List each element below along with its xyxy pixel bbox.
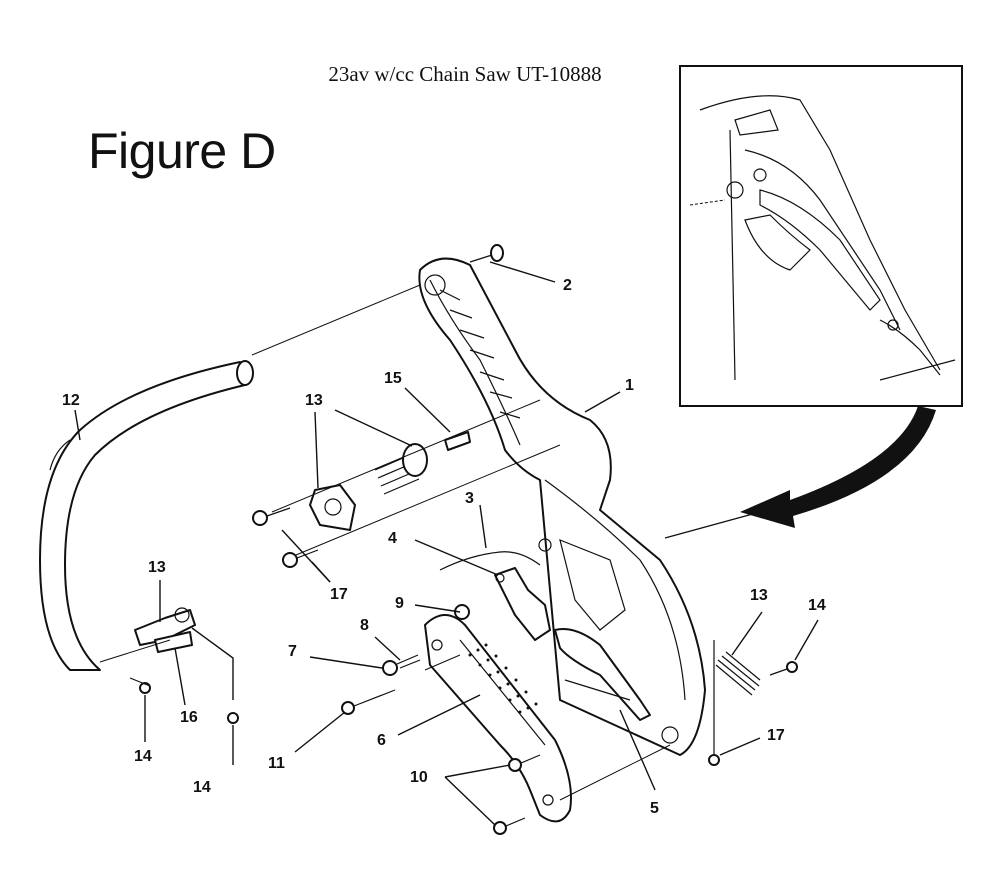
callout-11: 11 [268,755,285,772]
callout-2: 2 [563,277,572,294]
document-title: 23av w/cc Chain Saw UT-10888 [328,62,602,86]
av-spring-right [715,651,798,696]
callout-8: 8 [360,617,369,634]
rear-handle-housing [418,257,706,756]
callout-17-right: 17 [767,727,785,744]
callout-12: 12 [62,392,80,409]
callout-10: 10 [410,769,428,786]
throttle-lever [554,628,651,721]
screw-15 [444,431,471,451]
callout-14-left: 14 [134,748,152,765]
alignment-lines [99,284,671,801]
callout-14-right: 14 [808,597,826,614]
callout-1: 1 [625,377,634,394]
callout-17: 17 [330,586,348,603]
screws-17 [252,507,720,766]
callout-13-right: 13 [750,587,768,604]
callout-3: 3 [465,490,474,507]
callout-numbers: 2 1 15 13 12 3 4 17 13 9 8 7 16 14 14 11… [62,277,826,817]
callout-9: 9 [395,595,404,612]
callout-4: 4 [388,530,397,547]
trigger-spring [439,551,541,571]
callout-13-left: 13 [148,559,166,576]
trigger-lockout [494,567,551,641]
av-mount-left [129,607,239,724]
callout-6: 6 [377,732,386,749]
leader-lines [74,261,819,826]
callout-16: 16 [180,709,198,726]
av-spring-center [309,443,428,531]
callout-5: 5 [650,800,659,817]
front-handle-bar [39,360,254,671]
detail-arrow [664,406,936,539]
figure-label: Figure D [88,123,276,179]
callout-13: 13 [305,392,323,409]
callout-15: 15 [384,370,402,387]
callout-14-bottom: 14 [193,779,211,796]
callout-7: 7 [288,643,297,660]
screw-2 [469,244,504,263]
inset-detail-view [679,65,963,407]
grip-cover [424,614,572,823]
